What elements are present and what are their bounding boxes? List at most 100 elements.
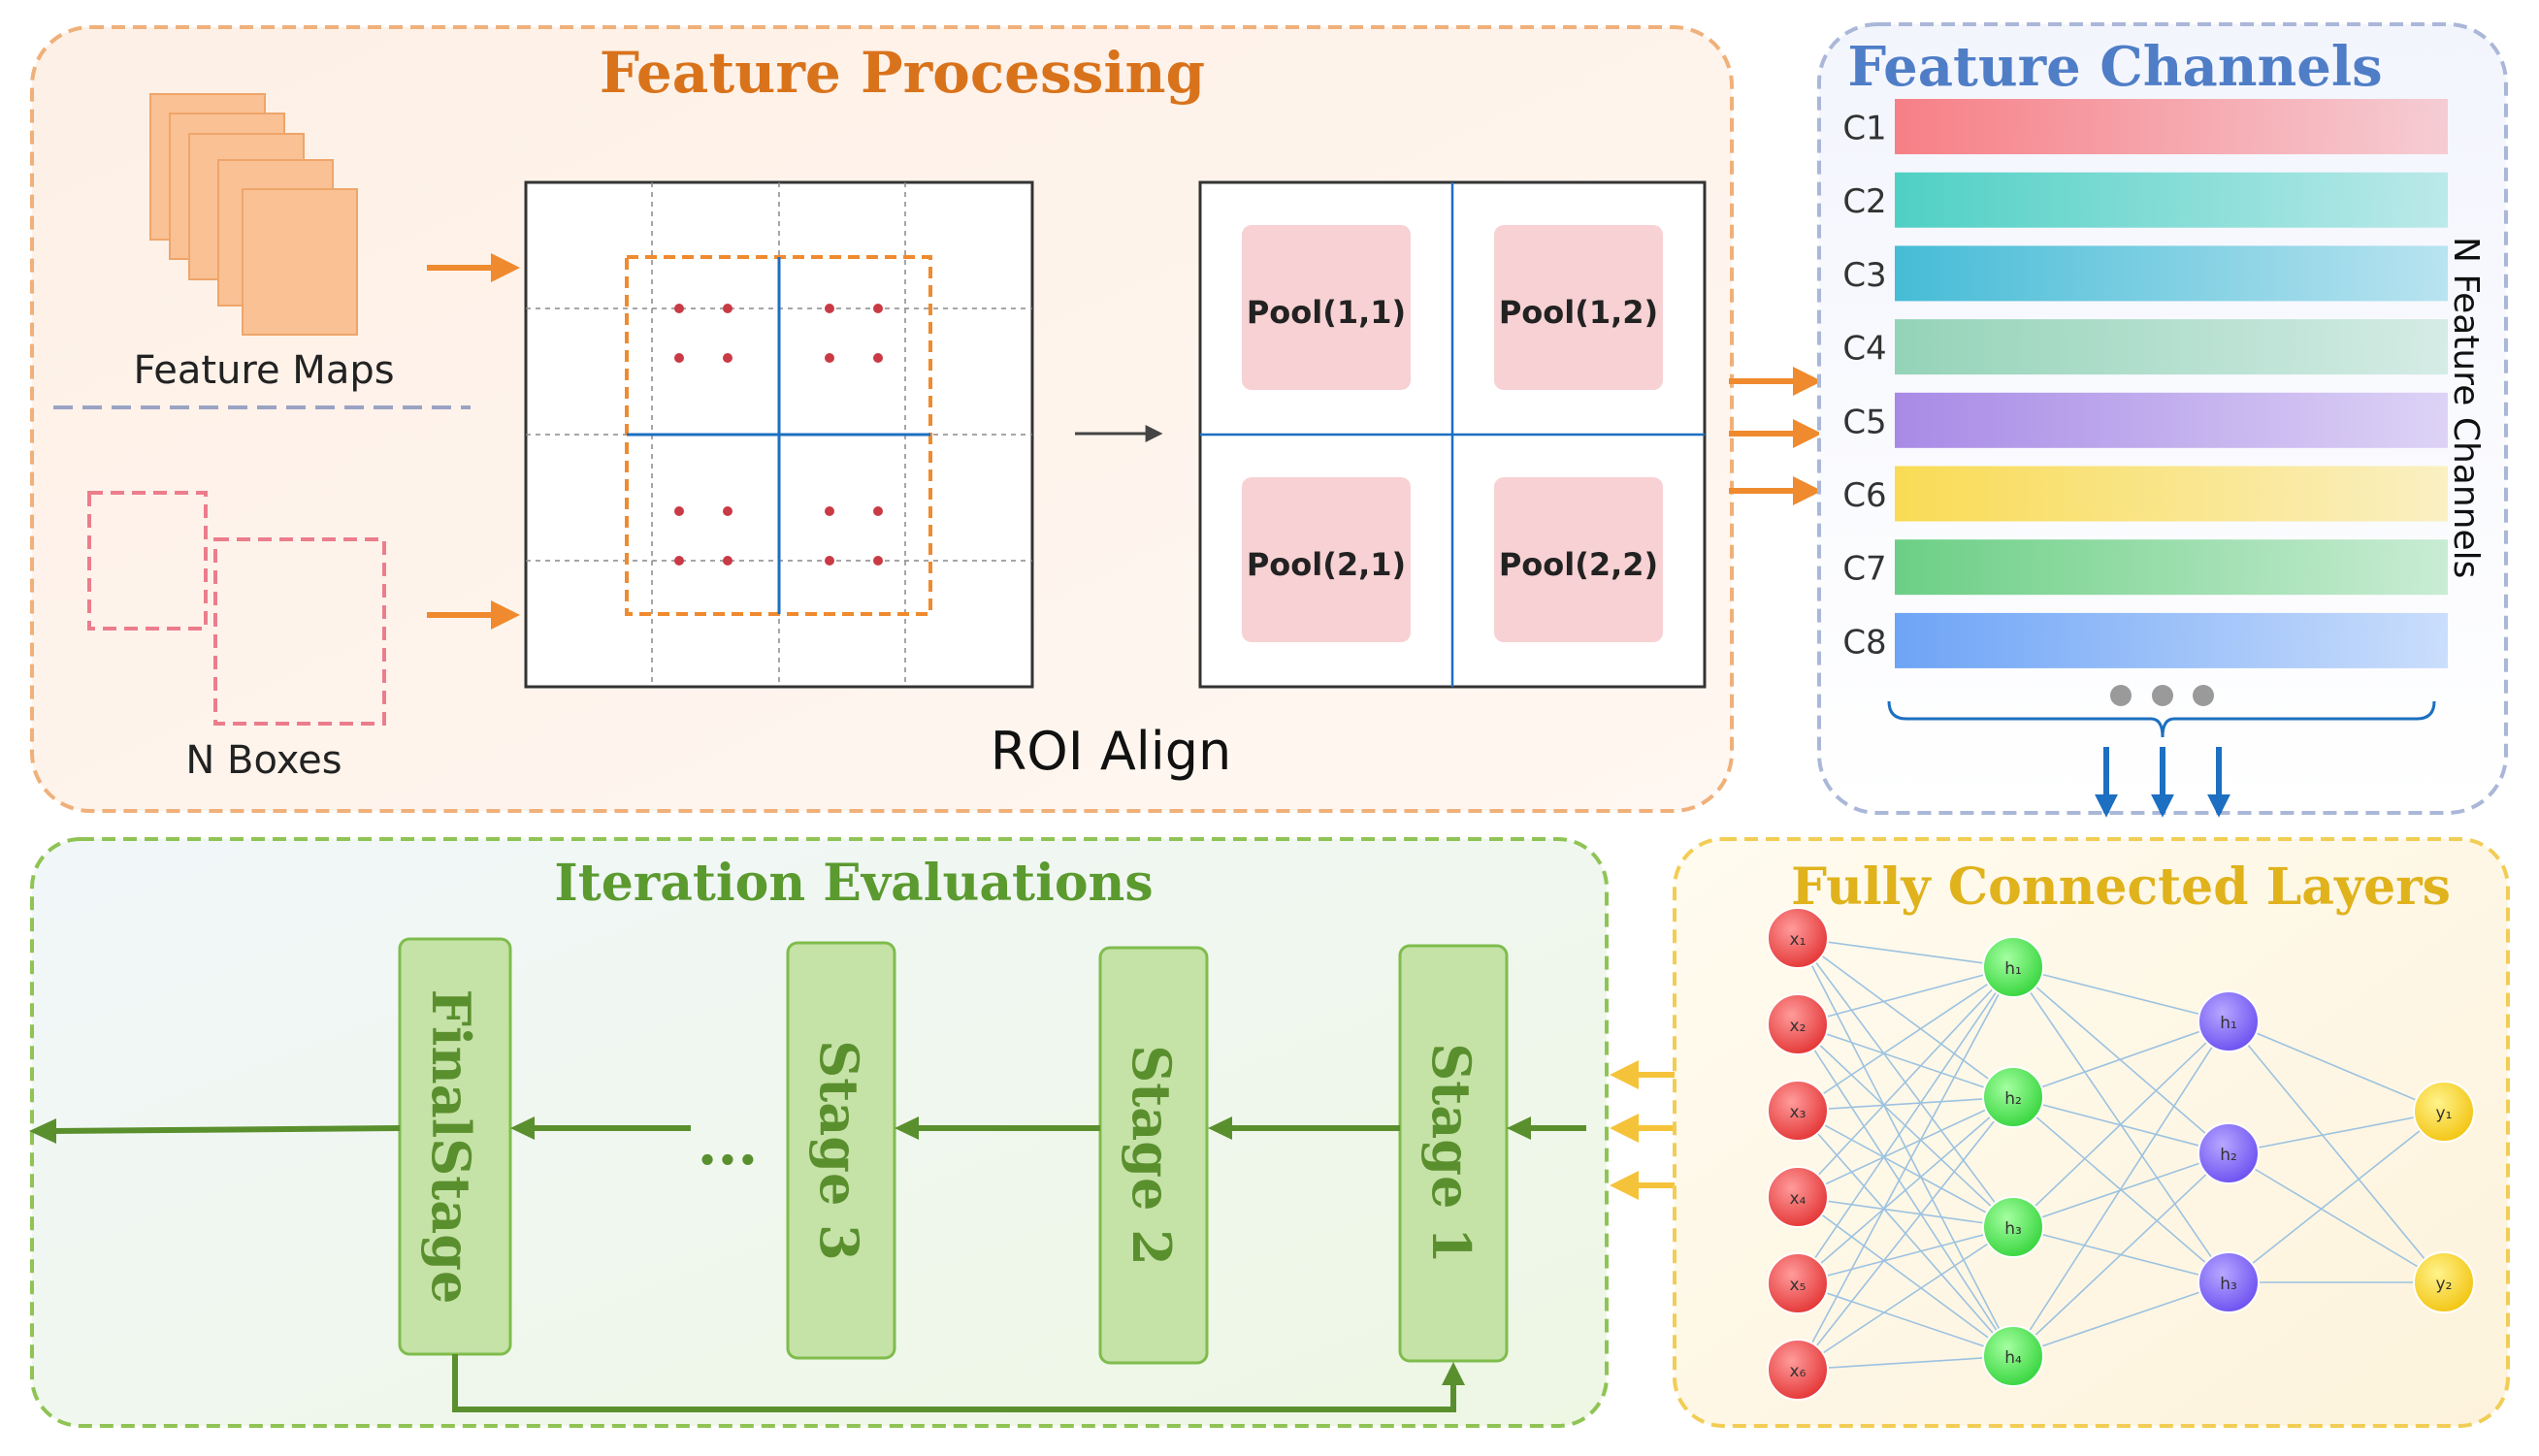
fc-edge <box>1797 966 2014 1284</box>
fc-edge <box>1797 1196 2014 1357</box>
hidden2-node <box>2197 1122 2260 1184</box>
hidden1-node-label: h₃ <box>2004 1219 2022 1239</box>
input-node <box>1767 1080 1829 1142</box>
channel-bar-6 <box>1895 466 2448 522</box>
channel-bar-2 <box>1895 172 2448 228</box>
fc-edge <box>1797 1226 2014 1371</box>
stage-ellipsis: ... <box>698 1111 759 1179</box>
fc-edge <box>1797 1096 2014 1284</box>
arrows-to-channels <box>1729 367 1822 505</box>
fc-edge <box>2228 1020 2445 1283</box>
pool-1-1-label: Pool(1,1) <box>1247 294 1406 331</box>
output-node-label: y₂ <box>2436 1275 2453 1294</box>
pool-1-2-label: Pool(1,2) <box>1499 294 1658 331</box>
fc-edge <box>1797 966 2014 1371</box>
boxes-label: N Boxes <box>185 738 342 783</box>
fc-edge <box>2012 966 2230 1022</box>
channel-bar-8 <box>1895 612 2448 668</box>
channel-bar-3 <box>1895 245 2448 302</box>
iteration-panel: Iteration Evaluations FinalStage Stage 3… <box>29 837 1609 1428</box>
channel-bar-1 <box>1895 99 2448 154</box>
fc-edge <box>1797 1096 2014 1112</box>
output-node <box>2413 1081 2475 1143</box>
fc-edge <box>1797 937 2014 968</box>
input-node <box>1767 993 1829 1055</box>
fc-edge <box>1797 937 2014 1098</box>
fc-edges <box>1797 937 2445 1371</box>
fc-edge <box>1797 1023 2014 1098</box>
input-node-label: x₁ <box>1790 930 1807 950</box>
arrows-to-fc <box>2095 747 2230 818</box>
fc-edge <box>1797 1355 2014 1371</box>
feature-maps-icon <box>149 93 358 336</box>
sampling-points <box>674 304 883 566</box>
fc-panel: Fully Connected Layers x₁ x₂ x₃ x₄ x₅ x₆ h₁ h₂ h… <box>1673 837 2510 1428</box>
boxes-icon <box>87 491 386 726</box>
roi-grid <box>524 180 1034 689</box>
channel-label-7: C7 <box>1842 550 1886 589</box>
fc-edge <box>2012 1281 2230 1357</box>
fc-edge <box>2012 966 2230 1154</box>
feature-processing-panel: Feature Processing Feature Maps N Boxes <box>30 25 1734 813</box>
fc-edge <box>1797 1282 2014 1357</box>
input-node-label: x₃ <box>1790 1103 1807 1122</box>
output-node <box>2413 1251 2475 1313</box>
input-node <box>1767 1166 1829 1228</box>
stage-1-box <box>1398 944 1509 1363</box>
channel-label-5: C5 <box>1842 403 1886 441</box>
stage-3-label: Stage 3 <box>808 1040 870 1260</box>
channel-bar-4 <box>1895 319 2448 375</box>
hidden2-node-label: h₂ <box>2220 1146 2237 1165</box>
fc-edge <box>2012 1152 2230 1228</box>
fc-edge <box>1797 1096 2014 1198</box>
hidden2-node <box>2197 990 2260 1052</box>
hidden2-node-label: h₃ <box>2220 1275 2237 1294</box>
input-node-label: x₄ <box>1790 1189 1807 1209</box>
hidden1-node <box>1982 1066 2044 1128</box>
roi-align-label: ROI Align <box>991 721 1232 782</box>
feature-maps-label: Feature Maps <box>133 348 394 393</box>
channel-label-3: C3 <box>1842 256 1886 295</box>
fc-edge <box>2228 1111 2445 1283</box>
channel-label-8: C8 <box>1842 623 1886 662</box>
pool-grid: Pool(1,1) Pool(1,2) Pool(2,1) Pool(2,2) <box>1198 180 1707 689</box>
channel-label-2: C2 <box>1842 182 1886 221</box>
fc-edge <box>1797 1226 2014 1284</box>
input-node <box>1767 1252 1829 1314</box>
fc-edge <box>2012 1152 2230 1357</box>
input-node <box>1767 1339 1829 1401</box>
iteration-title: Iteration Evaluations <box>554 854 1153 913</box>
stage-2-label: Stage 2 <box>1121 1045 1183 1265</box>
fc-edge <box>1797 966 2014 1198</box>
fc-edge <box>1797 966 2014 1025</box>
input-node-label: x₅ <box>1790 1276 1807 1295</box>
feature-channels-side-label: N Feature Channels <box>2446 237 2486 578</box>
fc-edge <box>2228 1152 2445 1283</box>
hidden1-node <box>1982 936 2044 998</box>
fc-edge <box>2228 1020 2445 1113</box>
hidden1-node <box>1982 1325 2044 1387</box>
input-node-label: x₆ <box>1790 1362 1807 1381</box>
hidden1-node-label: h₄ <box>2004 1348 2022 1368</box>
stage-arrows <box>29 1116 1586 1412</box>
channel-label-1: C1 <box>1842 110 1886 148</box>
fc-title: Fully Connected Layers <box>1791 857 2451 917</box>
feature-channels-title: Feature Channels <box>1847 35 2382 99</box>
fc-edge <box>1797 1196 2014 1228</box>
channel-label-4: C4 <box>1842 330 1886 369</box>
input-node-label: x₂ <box>1790 1017 1807 1036</box>
hidden1-node-label: h₂ <box>2004 1089 2022 1109</box>
hidden1-node <box>1982 1196 2044 1258</box>
hidden1-node-label: h₁ <box>2004 959 2022 979</box>
pool-2-1-label: Pool(2,1) <box>1247 546 1406 583</box>
fc-edge <box>1797 1096 2014 1371</box>
channel-label-6: C6 <box>1842 476 1886 515</box>
stage-final-label: FinalStage <box>420 989 482 1305</box>
fc-edge <box>2012 1020 2230 1228</box>
stage-3-box <box>786 941 896 1360</box>
pool-2-2-label: Pool(2,2) <box>1499 546 1658 583</box>
